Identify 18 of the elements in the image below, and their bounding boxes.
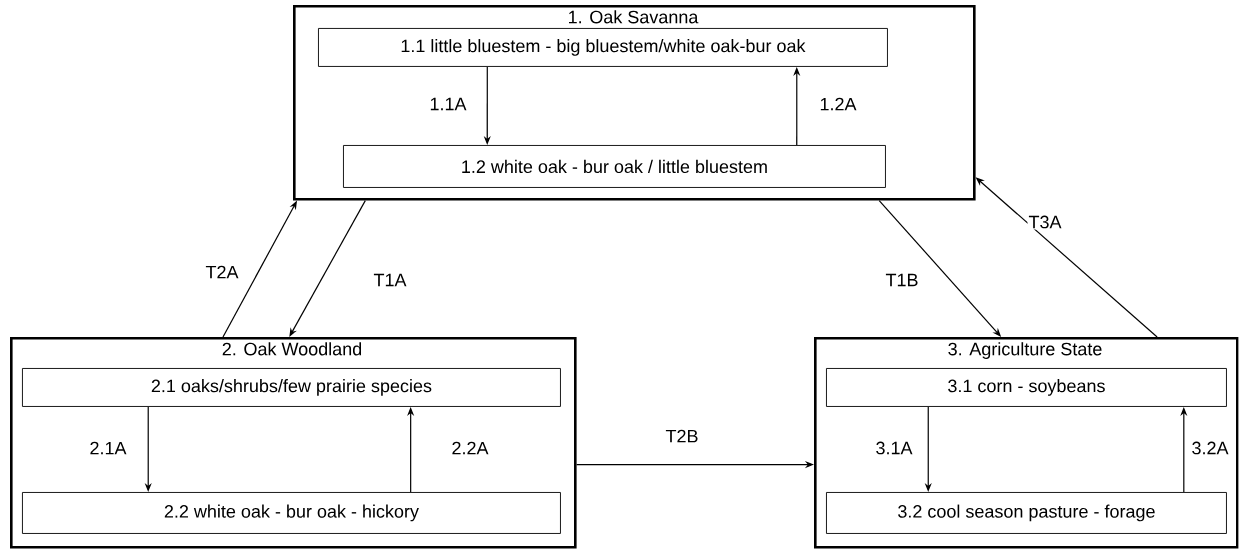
state-box: 2.1 oaks/shrubs/few prairie species [22, 368, 561, 407]
edge-label: T1A [372, 272, 408, 288]
edge-label: 1.2A [818, 96, 858, 112]
edge-label: 2.2A [450, 440, 490, 456]
edge-label: 1.1A [428, 96, 468, 112]
state-box: 2.2 white oak - bur oak - hickory [22, 492, 561, 534]
arrow [289, 200, 366, 337]
edge-label: T2B [664, 428, 700, 444]
edge-label: 3.1A [874, 440, 914, 456]
state-box: 3.2 cool season pasture - forage [826, 492, 1227, 534]
edge-label: 3.2A [1190, 440, 1230, 456]
edge-label: T3A [1027, 214, 1063, 230]
edge-label: T2A [204, 264, 240, 280]
state-box: 1.2 white oak - bur oak / little bluestem [343, 145, 886, 188]
state-box: 3.1 corn - soybeans [826, 368, 1227, 407]
edge-label: T1B [884, 272, 920, 288]
edge-label: 2.1A [88, 440, 128, 456]
state-box: 1.1 little bluestem - big bluestem/white oak-bur oak [318, 28, 888, 67]
